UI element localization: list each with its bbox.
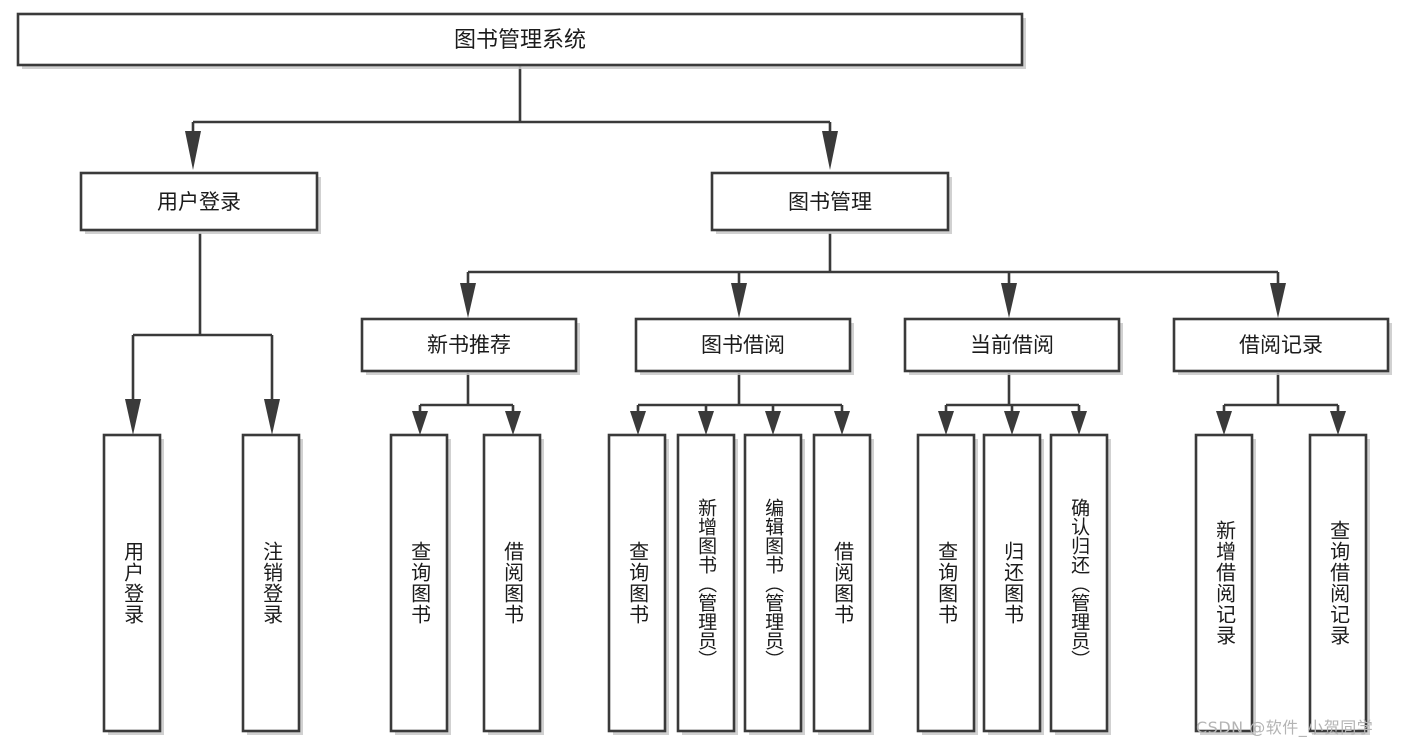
leaf-node-borrow-book-2[interactable] [812, 433, 874, 735]
node-root[interactable]: 图书管理系统 [16, 12, 1026, 69]
leaf-query-book-2-box[interactable] [607, 433, 667, 733]
arrow-to-leaf-confirm-return [1071, 411, 1087, 435]
leaf-node-edit-book[interactable] [743, 433, 805, 735]
arrow-to-leaf-query-book-3 [938, 411, 954, 435]
arrow-to-leaf-borrow-book-2 [834, 411, 850, 435]
node-current-borrow-box[interactable] [903, 317, 1121, 373]
csdn-watermark: CSDN @软件_小贺同学 [1196, 718, 1374, 737]
arrow-to-user-login [185, 131, 201, 170]
node-root-label: 图书管理系统 [454, 28, 586, 53]
arrow-to-leaf-user-login [125, 399, 141, 435]
arrow-to-leaf-add-record [1216, 411, 1232, 435]
arrow-to-leaf-borrow-book-1 [505, 411, 521, 435]
node-new-book-rec-box[interactable] [360, 317, 578, 373]
leaf-box-layer [102, 433, 1370, 735]
leaf-query-book-1-box[interactable] [389, 433, 449, 733]
leaf-borrow-book-2-box[interactable] [812, 433, 872, 733]
leaf-node-query-book-3[interactable] [916, 433, 978, 735]
arrow-to-leaf-query-book-1 [412, 411, 428, 435]
leaf-confirm-return-box[interactable] [1049, 433, 1109, 733]
leaf-query-record-box[interactable] [1308, 433, 1368, 733]
leaf-edit-book-box[interactable] [743, 433, 803, 733]
node-book-borrow-box[interactable] [634, 317, 852, 373]
node-current-borrow-label: 当前借阅 [970, 333, 1054, 357]
node-current-borrow[interactable]: 当前借阅 [903, 317, 1123, 375]
leaf-node-add-book[interactable] [676, 433, 738, 735]
leaf-node-confirm-return[interactable] [1049, 433, 1111, 735]
node-root-box[interactable] [16, 12, 1024, 67]
node-new-book-rec[interactable]: 新书推荐 [360, 317, 580, 375]
arrow-to-leaf-return-book [1004, 411, 1020, 435]
node-borrow-record[interactable]: 借阅记录 [1172, 317, 1392, 375]
leaf-borrow-book-1-box[interactable] [482, 433, 542, 733]
node-book-borrow[interactable]: 图书借阅 [634, 317, 854, 375]
arrow-to-current-borrow [1001, 283, 1017, 318]
arrow-to-leaf-add-book [698, 411, 714, 435]
leaf-node-add-record[interactable] [1194, 433, 1256, 735]
leaf-node-user-logout[interactable] [241, 433, 303, 735]
node-book-manage-label: 图书管理 [788, 190, 872, 214]
connector-layer [125, 66, 1346, 435]
arrow-to-leaf-query-record [1330, 411, 1346, 435]
leaf-node-user-login[interactable] [102, 433, 164, 735]
leaf-return-book-box[interactable] [982, 433, 1042, 733]
leaf-add-book-box[interactable] [676, 433, 736, 733]
leaf-node-borrow-book-1[interactable] [482, 433, 544, 735]
node-book-manage[interactable]: 图书管理 [710, 171, 952, 234]
leaf-user-login-box[interactable] [102, 433, 162, 733]
leaf-node-query-book-2[interactable] [607, 433, 669, 735]
arrow-to-leaf-query-book-2 [630, 411, 646, 435]
node-borrow-record-label: 借阅记录 [1239, 333, 1323, 357]
arrow-to-book-borrow [731, 283, 747, 318]
node-user-login-box[interactable] [79, 171, 319, 232]
node-book-borrow-label: 图书借阅 [701, 333, 785, 357]
node-user-login-label: 用户登录 [157, 190, 241, 214]
arrow-to-leaf-edit-book [765, 411, 781, 435]
leaf-node-query-book-1[interactable] [389, 433, 451, 735]
leaf-query-book-3-box[interactable] [916, 433, 976, 733]
arrow-to-leaf-user-logout [264, 399, 280, 435]
arrow-to-new-book-rec [460, 283, 476, 318]
leaf-add-record-box[interactable] [1194, 433, 1254, 733]
leaf-node-return-book[interactable] [982, 433, 1044, 735]
node-borrow-record-box[interactable] [1172, 317, 1390, 373]
arrow-to-book-manage [822, 131, 838, 170]
arrow-to-borrow-record [1270, 283, 1286, 318]
leaf-node-query-record[interactable] [1308, 433, 1370, 735]
node-new-book-rec-label: 新书推荐 [427, 333, 511, 357]
node-user-login[interactable]: 用户登录 [79, 171, 321, 234]
leaf-user-logout-box[interactable] [241, 433, 301, 733]
node-book-manage-box[interactable] [710, 171, 950, 232]
